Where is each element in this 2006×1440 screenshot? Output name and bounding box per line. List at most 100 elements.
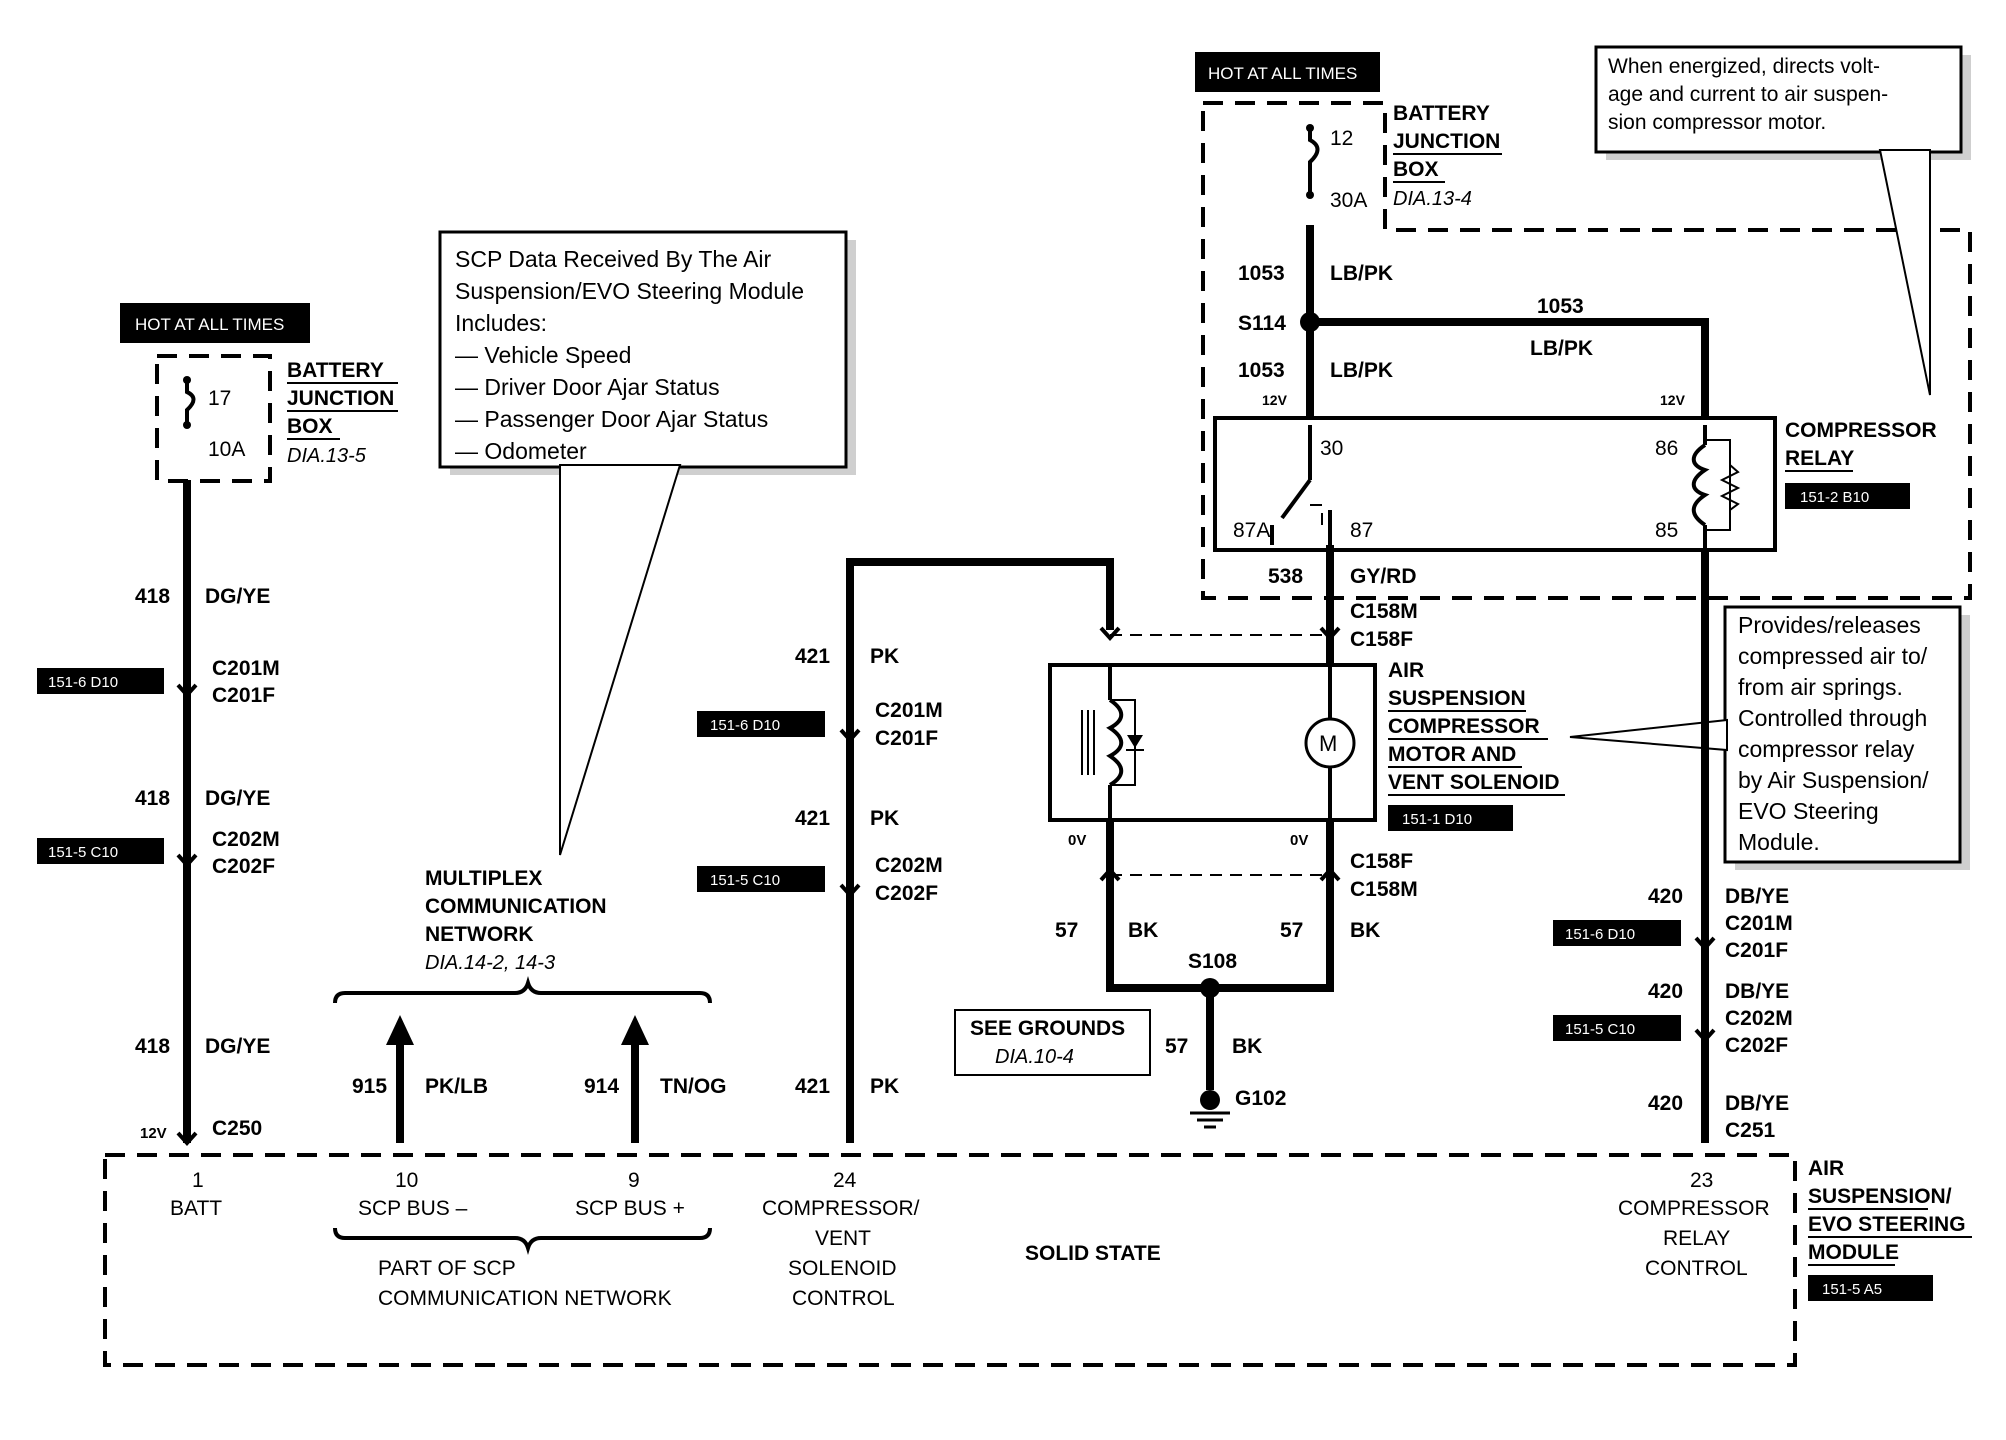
svg-text:85: 85 [1655, 519, 1678, 542]
wire-1053-branch [1310, 318, 1709, 418]
see-grounds-box [954, 1009, 1151, 1076]
module-box [103, 1153, 1797, 1367]
svg-text:151-6 D10: 151-6 D10 [1565, 926, 1635, 943]
conn-c201-left-icon [176, 683, 198, 698]
svg-text:VENT: VENT [815, 1227, 871, 1250]
svg-text:57: 57 [1165, 1035, 1188, 1058]
svg-text:420: 420 [1648, 980, 1683, 1003]
arrow-up-icon [386, 1015, 414, 1045]
svg-text:compressor relay: compressor relay [1738, 736, 1915, 762]
svg-text:BK: BK [1128, 919, 1158, 942]
svg-text:COMPRESSOR: COMPRESSOR [1388, 715, 1540, 738]
fuse-left-num: 17 [208, 387, 231, 410]
svg-text:COMPRESSOR: COMPRESSOR [1785, 419, 1937, 442]
resistor-icon [1719, 464, 1741, 511]
svg-text:AIR: AIR [1388, 659, 1424, 682]
svg-text:151-2 B10: 151-2 B10 [1800, 489, 1869, 506]
svg-text:C250: C250 [212, 1117, 262, 1140]
svg-text:C201M: C201M [212, 657, 280, 680]
svg-text:C202F: C202F [1725, 1034, 1788, 1057]
relay-coil-icon [1691, 443, 1710, 527]
svg-text:BATTERY: BATTERY [1393, 102, 1490, 125]
svg-text:Provides/releases: Provides/releases [1738, 612, 1921, 638]
svg-text:151-5 C10: 151-5 C10 [48, 844, 118, 861]
svg-text:C201M: C201M [1725, 912, 1793, 935]
svg-text:C158M: C158M [1350, 600, 1418, 623]
svg-text:HOT AT ALL TIMES: HOT AT ALL TIMES [1208, 64, 1357, 83]
svg-text:9: 9 [628, 1169, 640, 1192]
svg-text:NETWORK: NETWORK [425, 923, 534, 946]
svg-text:SUSPENSION: SUSPENSION [1388, 687, 1526, 710]
motor-icon [1304, 717, 1356, 769]
svg-text:CONTROL: CONTROL [1645, 1257, 1748, 1280]
conn-c202-left-icon [176, 853, 198, 868]
splice-s108 [1200, 978, 1220, 998]
svg-text:DIA.13-4: DIA.13-4 [1393, 188, 1472, 210]
svg-text:MODULE: MODULE [1808, 1241, 1899, 1264]
wire-421 [846, 558, 1114, 1143]
svg-text:87A: 87A [1233, 519, 1270, 542]
svg-text:M: M [1319, 731, 1337, 756]
ground-circuit: 57 BK 57 BK S108 57 BK G102 SEE GROUNDS … [954, 820, 1380, 1129]
svg-text:C202F: C202F [875, 882, 938, 905]
svg-text:421: 421 [795, 807, 830, 830]
svg-text:151-5 C10: 151-5 C10 [710, 872, 780, 889]
svg-text:BOX: BOX [1393, 158, 1439, 181]
svg-text:421: 421 [795, 645, 830, 668]
svg-text:— Passenger Door Ajar Status: — Passenger Door Ajar Status [455, 406, 768, 432]
relay-box [1213, 416, 1777, 552]
svg-text:151-5 C10: 151-5 C10 [1565, 1021, 1635, 1038]
svg-text:PK: PK [870, 1075, 899, 1098]
svg-text:DIA.10-4: DIA.10-4 [995, 1046, 1074, 1068]
svg-text:DG/YE: DG/YE [205, 787, 270, 810]
vent-circuit: 421 PK 421 PK 421 PK C201M C201F C202M C… [697, 558, 1114, 1143]
svg-text:RELAY: RELAY [1785, 447, 1854, 470]
svg-text:Module.: Module. [1738, 829, 1820, 855]
svg-text:12V: 12V [140, 1125, 167, 1142]
svg-text:C201F: C201F [875, 727, 938, 750]
svg-text:When energized, directs volt-: When energized, directs volt- [1608, 55, 1880, 78]
solenoid-coil-icon [1106, 698, 1124, 787]
svg-text:GY/RD: GY/RD [1350, 565, 1417, 588]
svg-text:SCP BUS +: SCP BUS + [575, 1197, 685, 1220]
svg-text:C201F: C201F [212, 684, 275, 707]
svg-text:BK: BK [1232, 1035, 1262, 1058]
svg-text:by Air Suspension/: by Air Suspension/ [1738, 767, 1929, 793]
svg-text:S108: S108 [1188, 950, 1237, 973]
svg-text:AIR: AIR [1808, 1157, 1844, 1180]
svg-text:914: 914 [584, 1075, 619, 1098]
svg-text:VENT SOLENOID: VENT SOLENOID [1388, 771, 1560, 794]
svg-text:— Odometer: — Odometer [455, 438, 587, 464]
batt-circuit: HOT AT ALL TIMES 17 10A BATTERY JUNCTION… [37, 303, 398, 1146]
relay-switch-icon [1280, 478, 1312, 520]
svg-text:420: 420 [1648, 885, 1683, 908]
svg-text:1: 1 [192, 1169, 204, 1192]
relay-control-circuit: 420 DB/YE C201M C201F 420 DB/YE C202M C2… [1553, 550, 1793, 1143]
compressor-relay: 30 87A 87 86 85 COMPRESSOR RELAY 151-2 B… [1213, 416, 1937, 552]
svg-text:— Vehicle Speed: — Vehicle Speed [455, 342, 631, 368]
svg-text:SOLENOID: SOLENOID [788, 1257, 897, 1280]
svg-text:23: 23 [1690, 1169, 1713, 1192]
svg-text:TN/OG: TN/OG [660, 1075, 727, 1098]
svg-text:421: 421 [795, 1075, 830, 1098]
svg-text:DG/YE: DG/YE [205, 1035, 270, 1058]
callout-compressor: Provides/releases compressed air to/ fro… [1569, 605, 1970, 870]
hot-label-left-bg [120, 303, 310, 343]
svg-text:30A: 30A [1330, 189, 1367, 212]
svg-text:C202F: C202F [212, 855, 275, 878]
svg-text:C158F: C158F [1350, 850, 1413, 873]
hot-label-left: HOT AT ALL TIMES [135, 315, 284, 334]
svg-text:sion compressor motor.: sion compressor motor. [1608, 111, 1826, 134]
network-brace [333, 976, 712, 1004]
bjb-left-box [155, 354, 272, 483]
svg-text:CONTROL: CONTROL [792, 1287, 895, 1310]
svg-text:1053: 1053 [1537, 295, 1584, 318]
svg-text:30: 30 [1320, 437, 1343, 460]
svg-text:87: 87 [1350, 519, 1373, 542]
svg-text:C202M: C202M [875, 854, 943, 877]
svg-text:S114: S114 [1238, 312, 1286, 335]
svg-text:JUNCTION: JUNCTION [1393, 130, 1500, 153]
svg-text:EVO Steering: EVO Steering [1738, 798, 1879, 824]
svg-text:RELAY: RELAY [1663, 1227, 1730, 1250]
svg-text:LB/PK: LB/PK [1330, 359, 1393, 382]
